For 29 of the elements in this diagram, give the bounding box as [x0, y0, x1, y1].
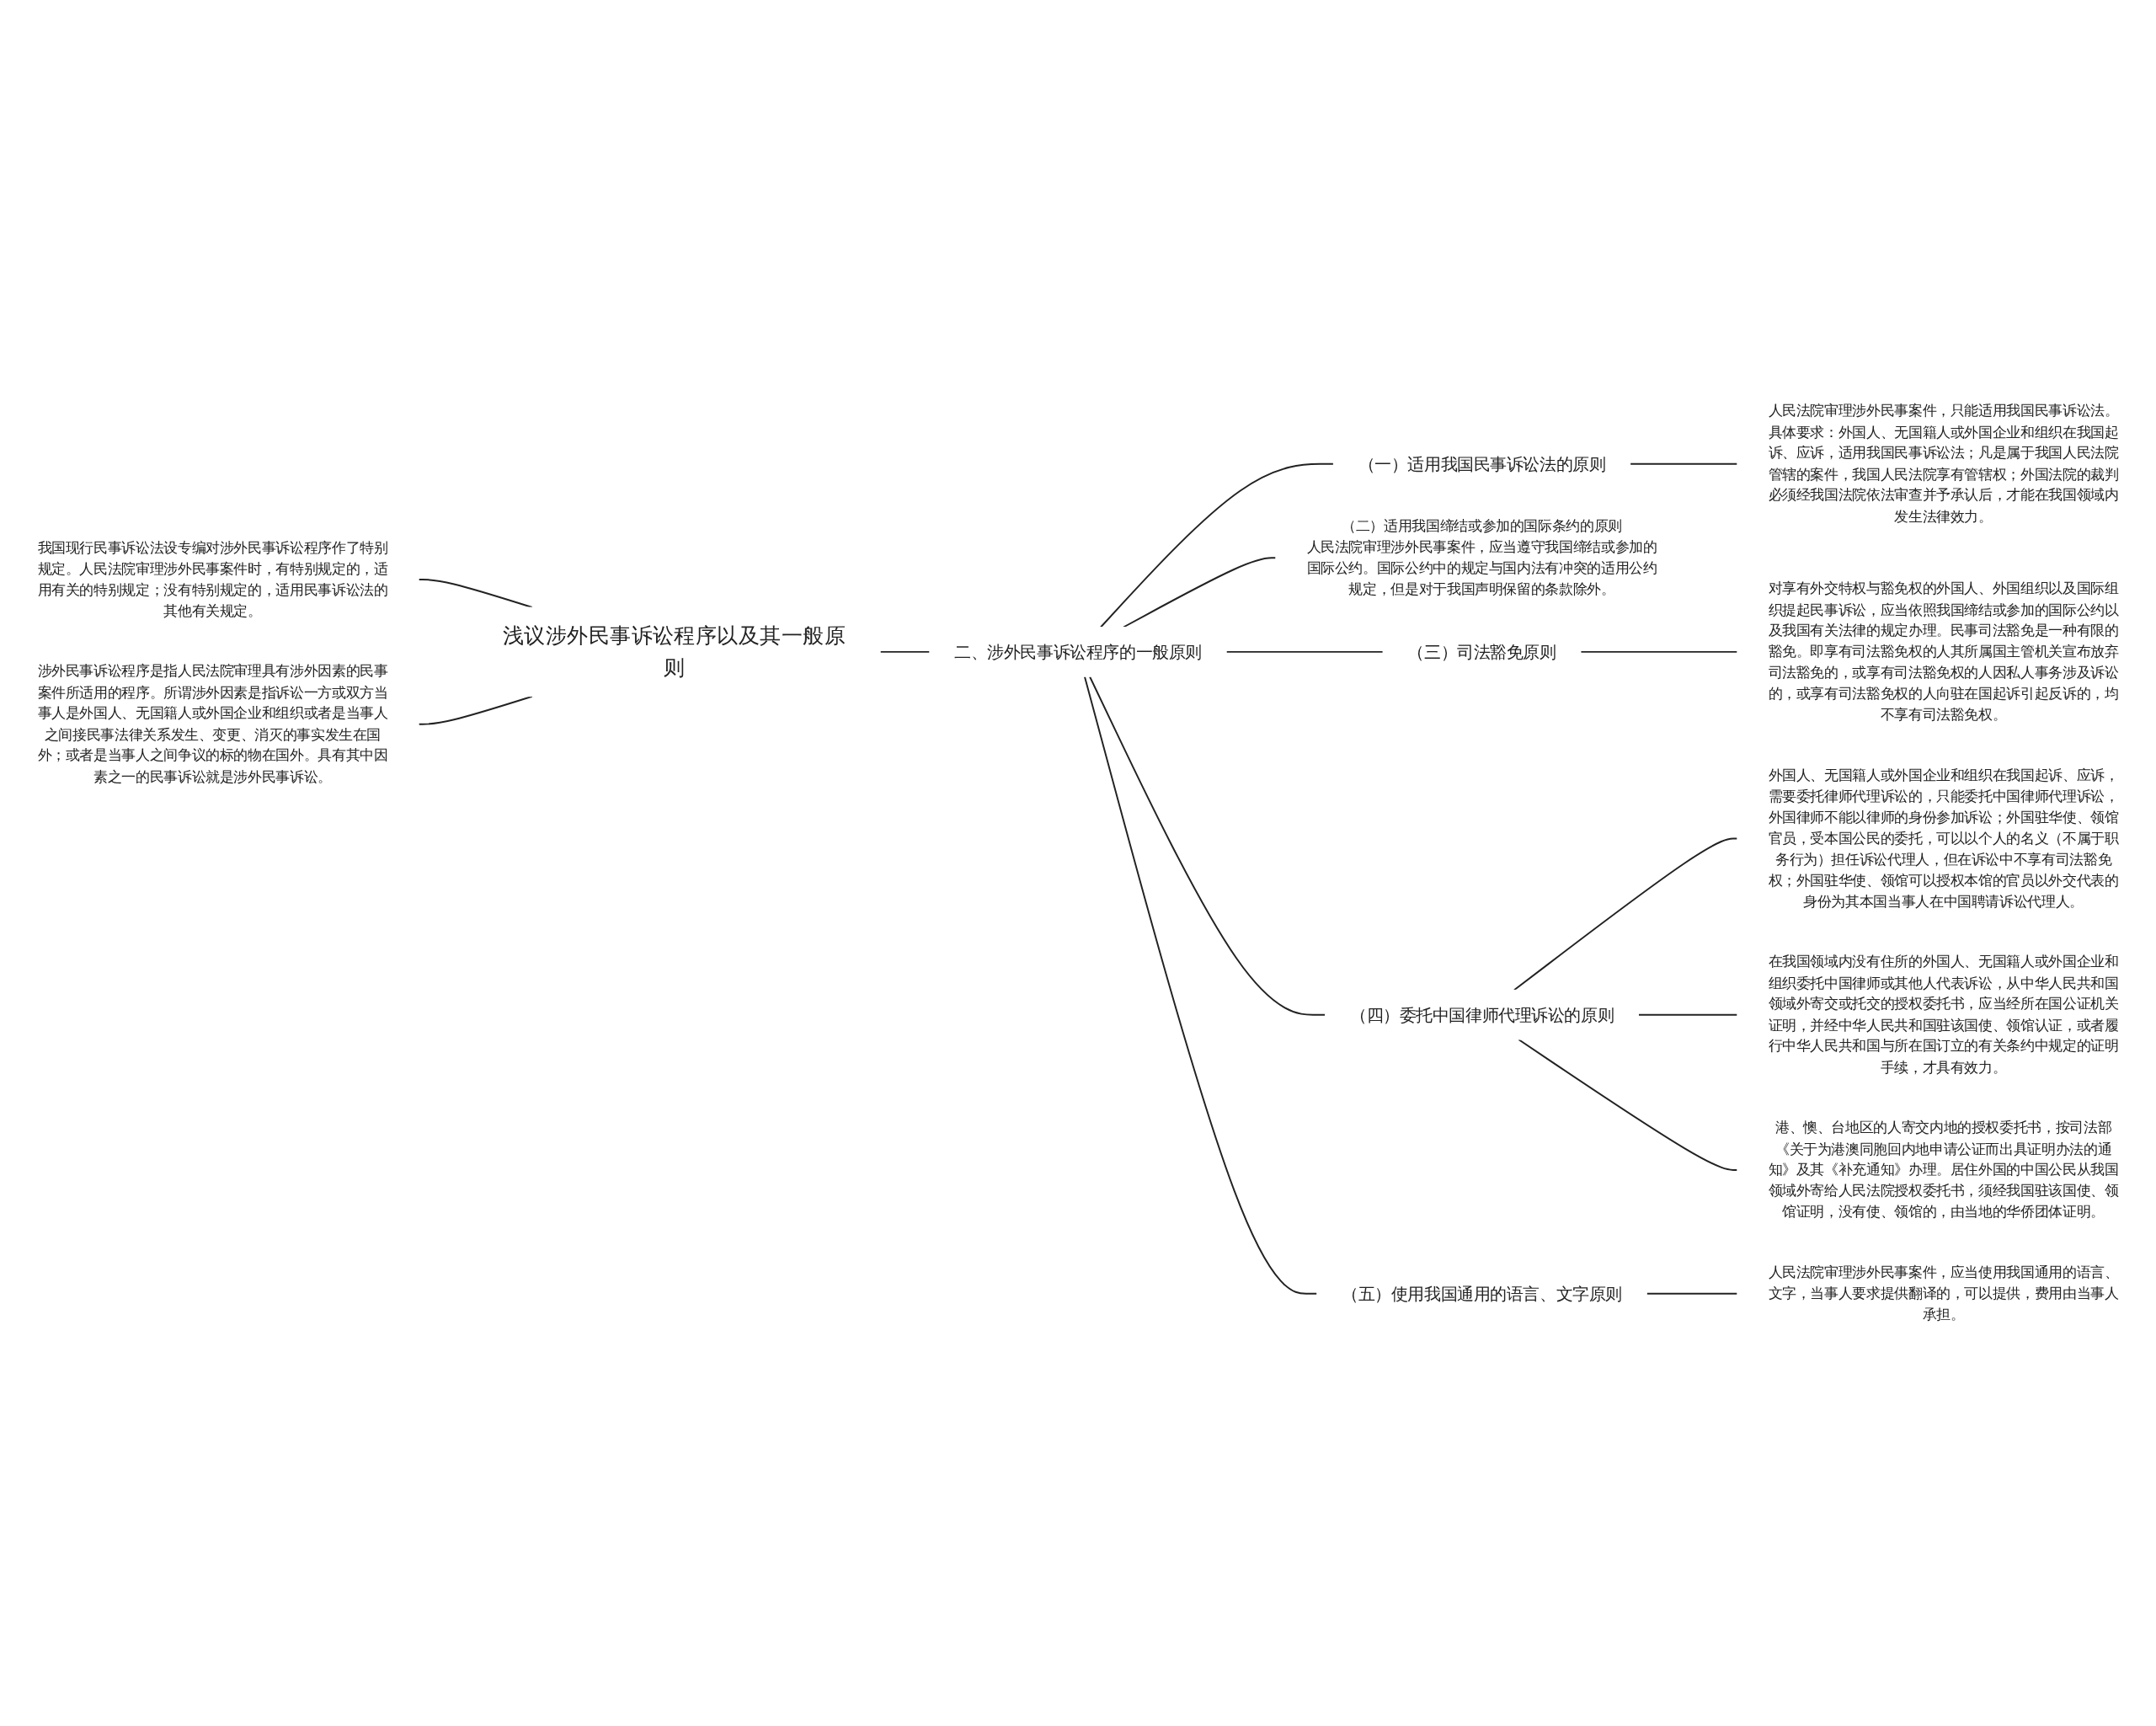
connector [1089, 676, 1326, 1016]
connector [418, 695, 533, 725]
node-text: 二、涉外民事诉讼程序的一般原则 [954, 642, 1202, 662]
connector [1123, 557, 1277, 628]
connector [879, 650, 931, 653]
connector [1629, 462, 1738, 465]
connector [1518, 1039, 1738, 1171]
node-text: 我国现行民事诉讼法设专编对涉外民事诉讼程序作了特别规定。人民法院审理涉外民事案件时，有特别规定的，适用有关的特别规定；没有特别规定的，适用民事诉讼法的其他有关规定。 [37, 539, 388, 619]
connector [1083, 676, 1318, 1295]
node-text: 港、懊、台地区的人寄交内地的授权委托书，按司法部《关于为港澳同胞回内地申请公证而出具证明办法的通知》及其《补充通知》办理。居住外国的中国公民从我国领域外寄给人民法院授权委托书，须经我国驻该国使、领馆证明，没有使、领馆的，由当地的华侨团体证明。 [1768, 1119, 2119, 1220]
connector [1100, 462, 1335, 628]
connector [1513, 837, 1738, 991]
node-text: 浅议涉外民事诉讼程序以及其一般原则 [502, 623, 846, 681]
node-text: （四）委托中国律师代理诉讼的原则 [1349, 1004, 1614, 1025]
node-text: 人民法院审理涉外民事案件，只能适用我国民事诉讼法。具体要求：外国人、无国籍人或外国企业和组织在我国起诉、应诉，适用我国民事诉讼法；凡是属于我国人民法院管辖的案件，我国人民法院享有管辖权；外国法院的裁判必须经我国法院依法审查并予承认后，才能在我国领域内发生法律效力。 [1768, 402, 2119, 525]
node-text: 对享有外交特权与豁免权的外国人、外国组织以及国际组织提起民事诉讼，应当依照我国缔结或参加的国际公约以及我国有关法律的规定办理。民事司法豁免是一种有限的豁免。即享有司法豁免权的人其所属国主管机关宣布放弃司法豁免的，或享有司法豁免权的人因私人事务涉及诉讼的，或享有司法豁免权的人向驻在国起诉引起反诉的，均不享有司法豁免权。 [1768, 580, 2119, 723]
node-text: 人民法院审理涉外民事案件，应当使用我国通用的语言、文字，当事人要求提供翻译的，可以提供，费用由当事人承担。 [1768, 1264, 2119, 1323]
connector [1646, 1292, 1738, 1295]
node-text: （二）适用我国缔结或参加的国际条约的原则 人民法院审理涉外民事案件，应当遵守我国缔结或参加的国际公约。国际公约中的规定与国内法有冲突的适用公约规定，但是对于我国声明保留的条款除外。 [1306, 517, 1657, 597]
node-text: （三）司法豁免原则 [1407, 642, 1556, 662]
connector [1637, 1013, 1738, 1016]
node-text: 在我国领域内没有住所的外国人、无国籍人或外国企业和组织委托中国律师或其他人代表诉讼，从中华人民共和国领域外寄交或托交的授权委托书，应当经所在国公证机关证明，并经中华人民共和国驻该国使、领馆认证，或者履行中华人民共和国与所在国订立的有关条约中规定的证明手续，才具有效力。 [1768, 953, 2119, 1076]
node-text: （五）使用我国通用的语言、文字原则 [1342, 1283, 1622, 1304]
connector [418, 579, 533, 608]
node-text: （一）适用我国民事诉讼法的原则 [1358, 454, 1606, 474]
node-text: 外国人、无国籍人或外国企业和组织在我国起诉、应诉，需要委托律师代理诉讼的，只能委托中国律师代理诉讼，外国律师不能以律师的身份参加诉讼；外国驻华使、领馆官员，受本国公民的委托，可以以个人的名义（不属于职务行为）担任诉讼代理人，但在诉讼中不享有司法豁免权；外国驻华使、领馆可以授权本馆的官员以外交代表的身份为其本国当事人在中国聘请诉讼代理人。 [1768, 767, 2119, 910]
node-text: 涉外民事诉讼程序是指人民法院审理具有涉外因素的民事案件所适用的程序。所谓涉外因素是指诉讼一方或双方当事人是外国人、无国籍人或外国企业和组织或者是当事人之间接民事法律关系发生、变更、消灭的事实发生在国外；或者是当事人之间争议的标的物在国外。具有其中因素之一的民事诉讼就是涉外民事诉讼。 [37, 662, 388, 785]
connector [1225, 650, 1385, 653]
connector [1579, 650, 1738, 653]
